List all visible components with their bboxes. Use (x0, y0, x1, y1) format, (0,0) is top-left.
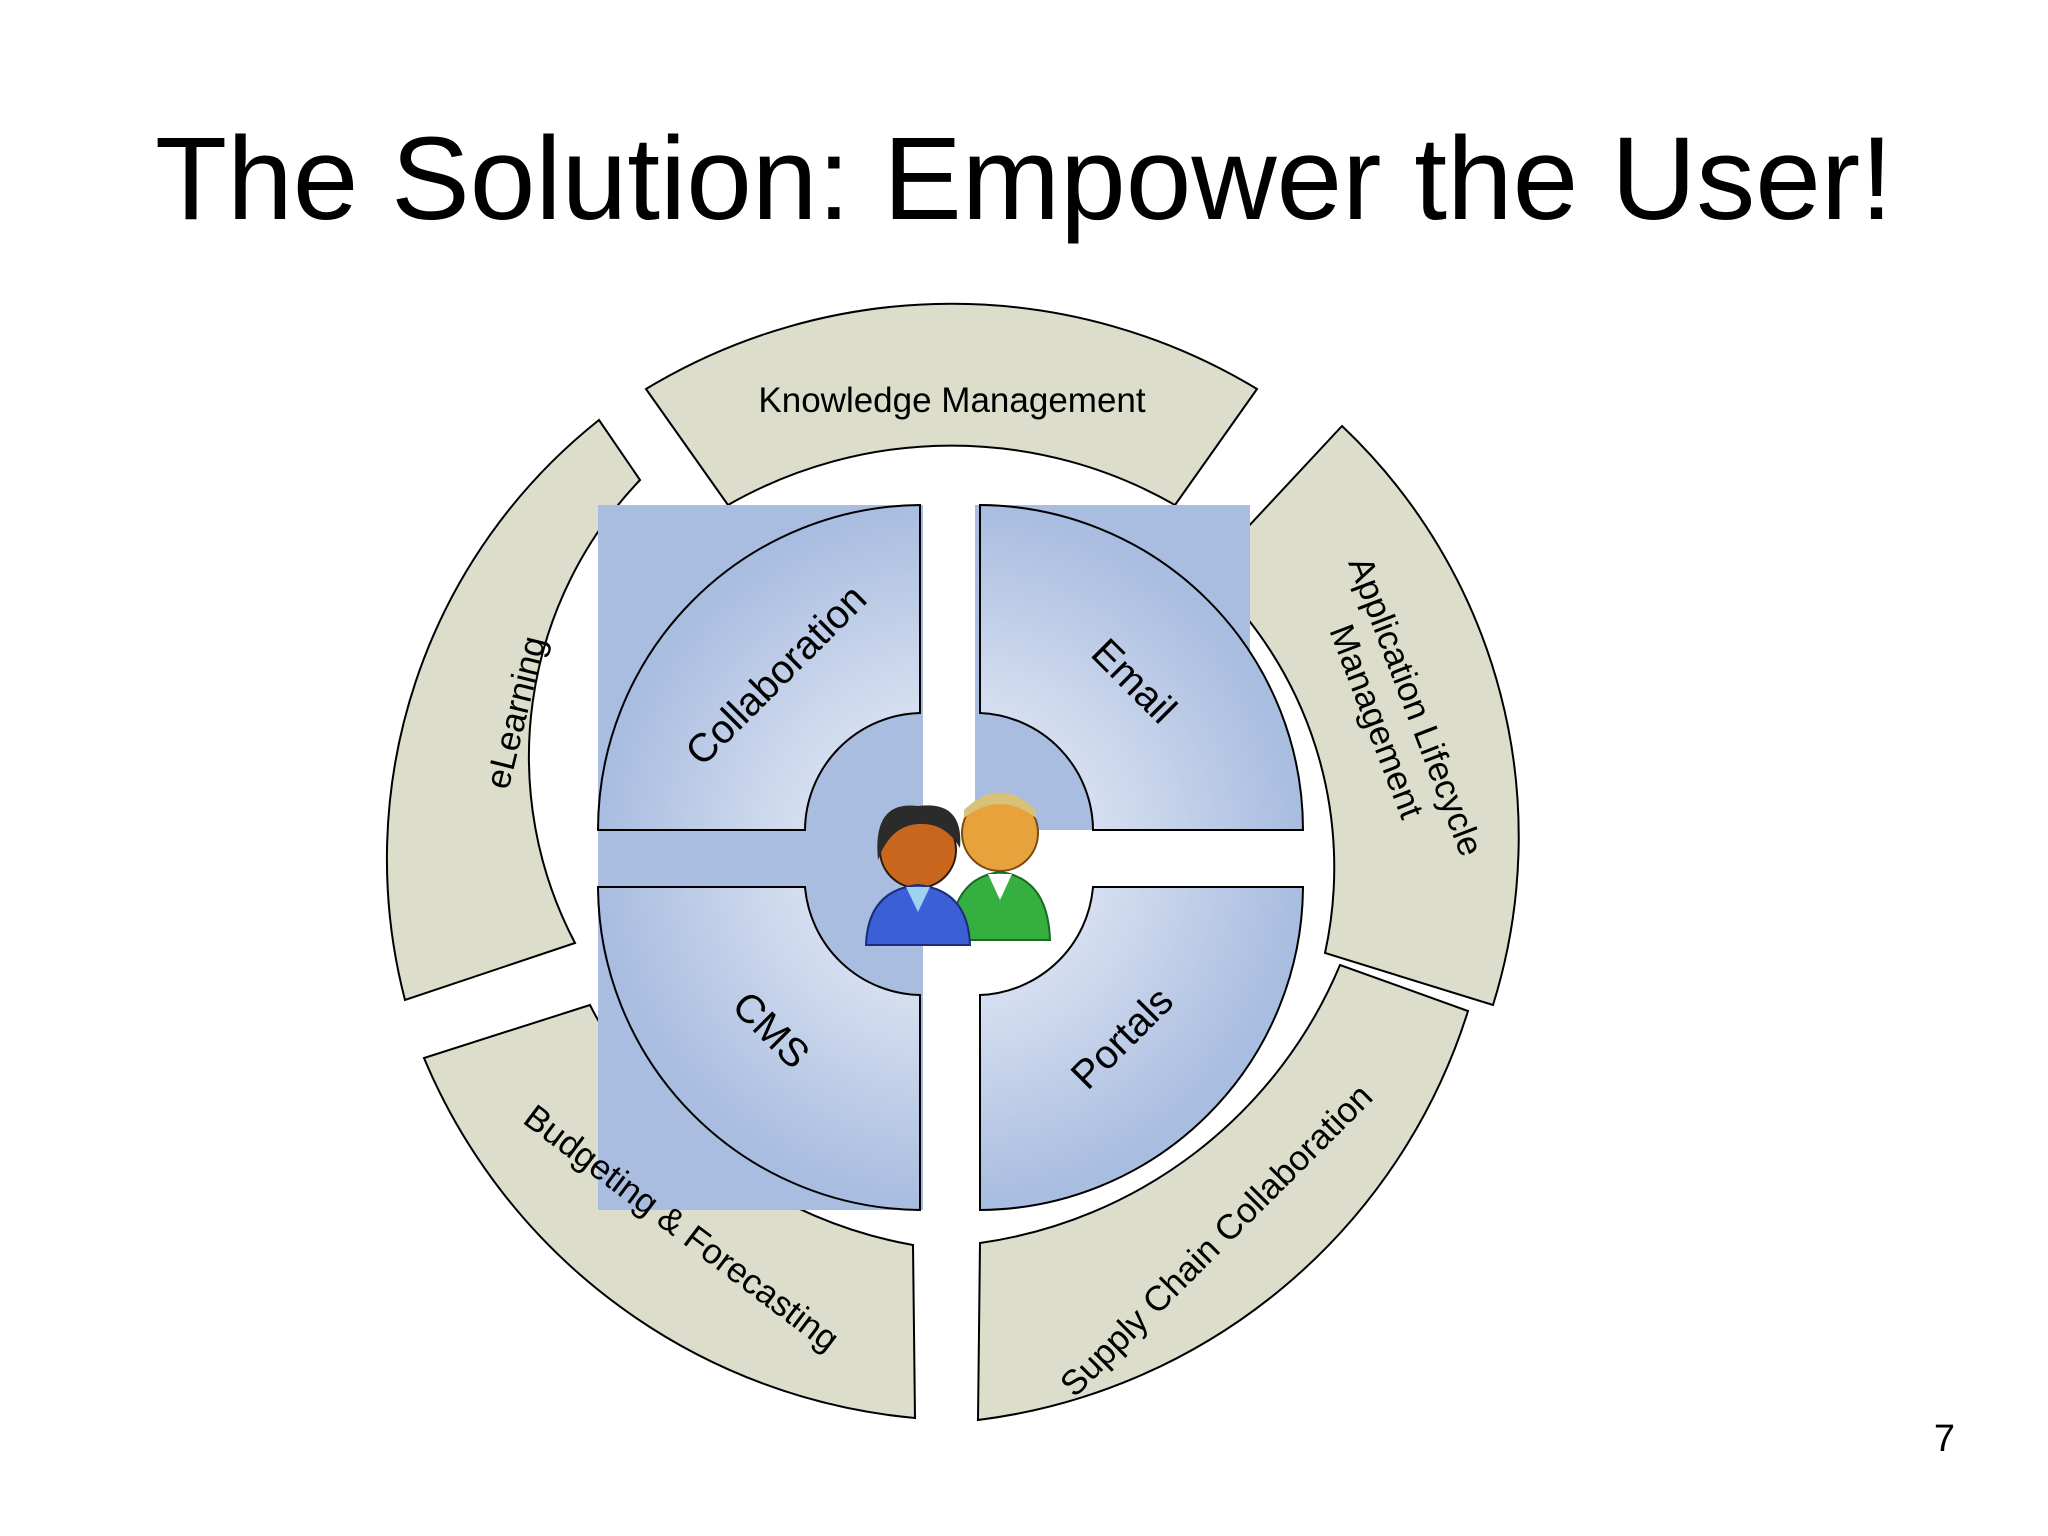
label-knowledge-management: Knowledge Management (758, 381, 1145, 420)
users-icon (864, 792, 1052, 946)
inner-quadrant-portals (979, 886, 1305, 1212)
slide-number: 7 (1933, 1418, 1955, 1460)
inner-quadrant-cms (596, 886, 921, 1212)
slide-title: The Solution: Empower the User! (154, 113, 1894, 245)
outer-segment-elearning (385, 418, 642, 1002)
inner-quadrant-collaboration (596, 503, 921, 831)
outer-segment-supply-chain (976, 963, 1470, 1422)
inner-quadrant-email (979, 503, 1305, 831)
outer-segment-knowledge-management (644, 302, 1259, 507)
inner-ring (596, 503, 1305, 1212)
outer-ring (385, 302, 1520, 1422)
outer-segment-application-lifecycle (1203, 424, 1520, 1007)
